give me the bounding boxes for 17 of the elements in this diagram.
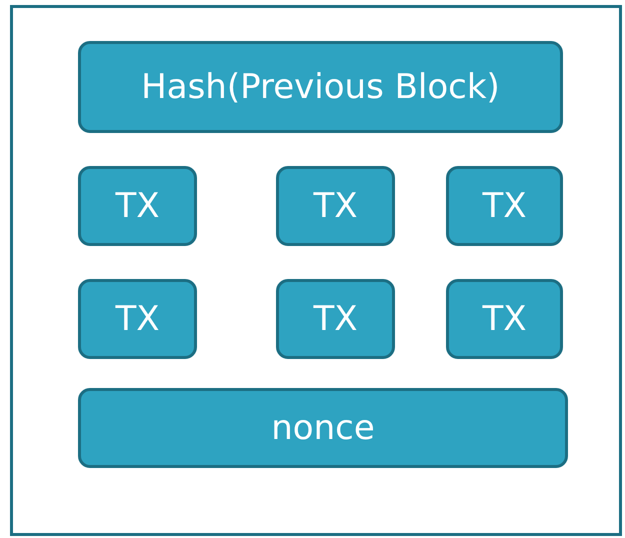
field-label: TX <box>115 189 160 223</box>
field-label: TX <box>115 302 160 336</box>
block-frame <box>10 5 622 536</box>
field-label: TX <box>313 189 358 223</box>
field-label: nonce <box>271 411 375 445</box>
block-field-box <box>446 279 563 359</box>
block-field-box <box>78 388 568 468</box>
block-field-box <box>78 166 197 246</box>
field-label: Hash(Previous Block) <box>141 70 500 104</box>
block-field-box <box>276 279 395 359</box>
field-label: TX <box>482 189 527 223</box>
field-label: TX <box>482 302 527 336</box>
block-field-box <box>78 279 197 359</box>
field-label: TX <box>313 302 358 336</box>
block-field-box <box>276 166 395 246</box>
block-field-box <box>78 41 563 133</box>
block-field-box <box>446 166 563 246</box>
